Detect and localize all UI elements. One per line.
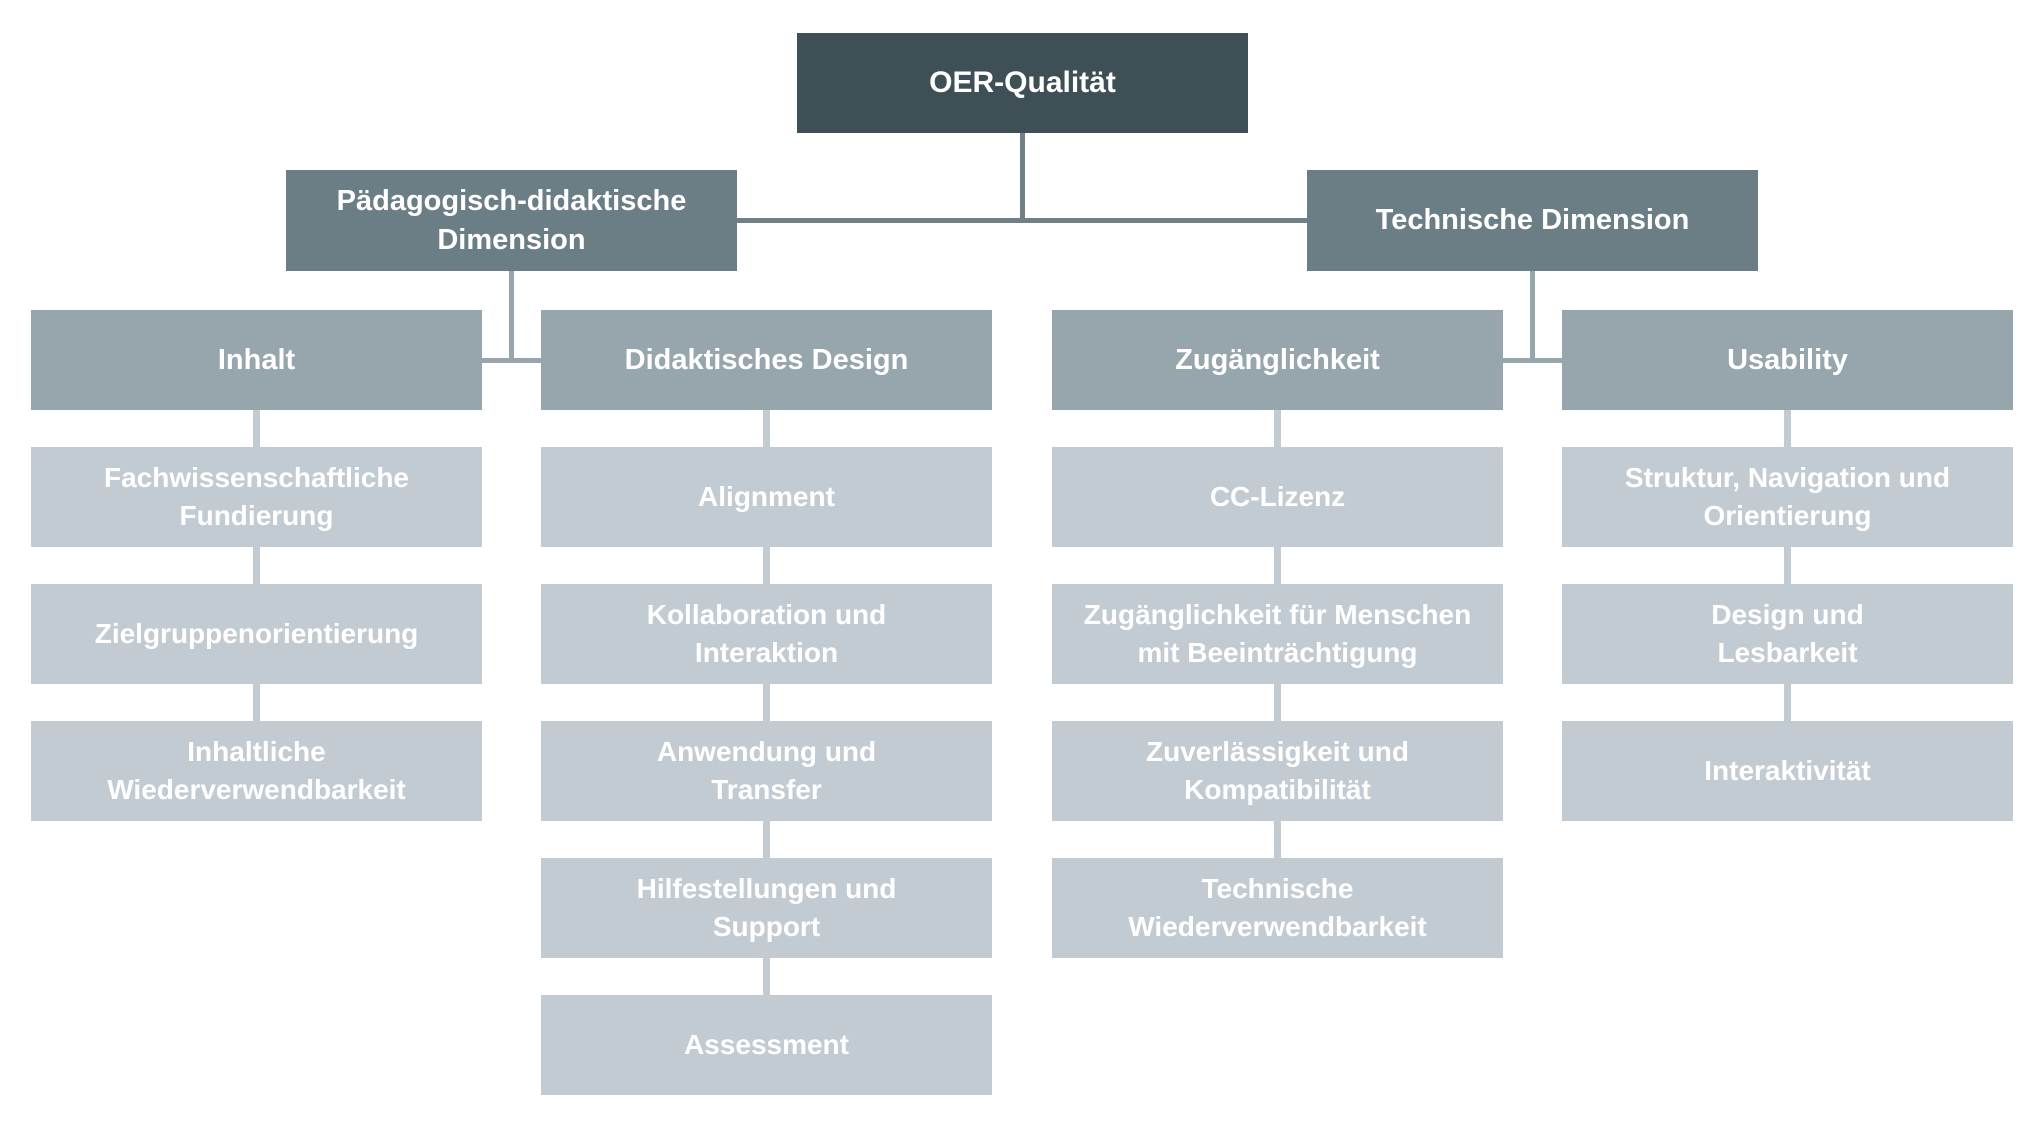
connector-col3-2 (1274, 547, 1281, 584)
criterion-node: Zugänglichkeit für Menschen mit Beeinträ… (1052, 584, 1503, 684)
connector-col2-2 (763, 547, 770, 584)
connector-col4-1 (1784, 410, 1791, 447)
category-node-label: Usability (1727, 343, 1848, 376)
connector-root-drop (1020, 133, 1025, 223)
connector-col3-4 (1274, 821, 1281, 858)
connector-technisch-drop (1530, 271, 1535, 363)
criterion-node: Zuverlässigkeit und Kompatibilität (1052, 721, 1503, 821)
connector-col1-1 (253, 410, 260, 447)
connector-col2-5 (763, 958, 770, 995)
criterion-node-label: Assessment (684, 1029, 849, 1060)
criterion-node: Alignment (541, 447, 992, 547)
dimension-node-technisch: Technische Dimension (1307, 170, 1758, 271)
criterion-node: Assessment (541, 995, 992, 1095)
dimension-node-label: Pädagogisch-didaktische Dimension (336, 184, 687, 256)
criterion-node-label: Anwendung und Transfer (656, 736, 877, 805)
connector-col2-3 (763, 684, 770, 721)
category-node-usability: Usability (1562, 310, 2013, 410)
criterion-node-label: Fachwissenschaftliche Fundierung (103, 462, 409, 531)
dimension-node-label: Technische Dimension (1375, 204, 1690, 236)
criterion-node: Design und Lesbarkeit (1562, 584, 2013, 684)
criterion-node: CC-Lizenz (1052, 447, 1503, 547)
criterion-node-label: Hilfestellungen und Support (636, 873, 897, 942)
category-node-didaktisches-design: Didaktisches Design (541, 310, 992, 410)
connector-col1-3 (253, 684, 260, 721)
connector-col2-4 (763, 821, 770, 858)
connector-paedagogisch-drop (509, 271, 514, 363)
criterion-node-label: Zuverlässigkeit und Kompatibilität (1146, 736, 1409, 805)
connector-col4-2 (1784, 547, 1791, 584)
connector-paedagogisch-stub (482, 358, 541, 363)
criterion-node-label: Inhaltliche Wiederverwendbarkeit (107, 736, 406, 805)
criterion-node: Technische Wiederverwendbarkeit (1052, 858, 1503, 958)
category-node-inhalt: Inhalt (31, 310, 482, 410)
connector-col2-1 (763, 410, 770, 447)
criterion-node-label: CC-Lizenz (1209, 481, 1346, 512)
criterion-node-label: Kollaboration und Interaktion (646, 599, 887, 668)
criterion-node: Zielgruppenorientierung (31, 584, 482, 684)
connector-col4-3 (1784, 684, 1791, 721)
criterion-node-label: Technische Wiederverwendbarkeit (1128, 873, 1427, 942)
criterion-node: Fachwissenschaftliche Fundierung (31, 447, 482, 547)
criterion-node-label: Zugänglichkeit für Menschen mit Beeinträ… (1083, 599, 1472, 668)
root-node-label: OER-Qualität (929, 66, 1116, 99)
criterion-node: Kollaboration und Interaktion (541, 584, 992, 684)
root-node-oer-qualitaet: OER-Qualität (797, 33, 1248, 133)
dimension-node-paedagogisch-didaktisch: Pädagogisch-didaktische Dimension (286, 170, 737, 271)
criterion-node: Inhaltliche Wiederverwendbarkeit (31, 721, 482, 821)
criterion-node-label: Struktur, Navigation und Orientierung (1624, 462, 1951, 531)
criterion-node-label: Design und Lesbarkeit (1711, 599, 1864, 668)
connector-col3-1 (1274, 410, 1281, 447)
criterion-node-label: Interaktivität (1704, 755, 1871, 786)
category-node-label: Zugänglichkeit (1175, 343, 1380, 376)
criterion-node: Struktur, Navigation und Orientierung (1562, 447, 2013, 547)
criterion-node-label: Alignment (698, 481, 835, 512)
category-node-zugaenglichkeit: Zugänglichkeit (1052, 310, 1503, 410)
category-node-label: Inhalt (217, 343, 296, 376)
connector-col1-2 (253, 547, 260, 584)
category-node-label: Didaktisches Design (624, 343, 909, 376)
criterion-node: Anwendung und Transfer (541, 721, 992, 821)
criterion-node-label: Zielgruppenorientierung (94, 618, 419, 649)
connector-dimension-trunk (737, 218, 1307, 223)
connector-col3-3 (1274, 684, 1281, 721)
connector-technisch-stub (1503, 358, 1562, 363)
criterion-node: Hilfestellungen und Support (541, 858, 992, 958)
criterion-node: Interaktivität (1562, 721, 2013, 821)
